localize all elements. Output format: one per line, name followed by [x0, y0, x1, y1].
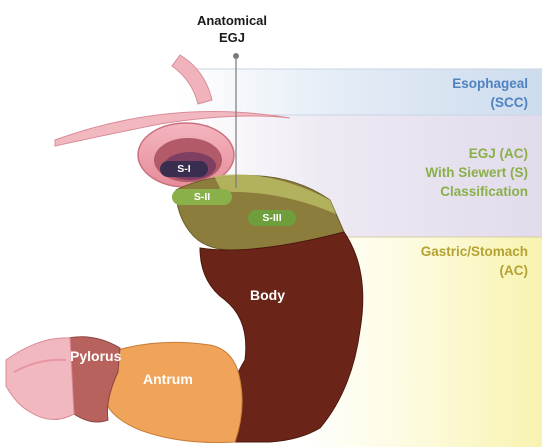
- siewert-type-1-pill: S-I: [160, 161, 208, 177]
- antrum-label: Antrum: [143, 371, 193, 387]
- duodenum: [5, 337, 75, 420]
- esophageal-zone-label: Esophageal (SCC): [452, 76, 528, 110]
- diaphragm: [54, 111, 291, 147]
- pylorus-label: Pylorus: [70, 348, 122, 364]
- gastric-zone-label: Gastric/Stomach (AC): [420, 244, 528, 278]
- body-label: Body: [250, 287, 285, 303]
- esophageal-band: [176, 69, 542, 115]
- siewert-type-3-pill: S-III: [248, 210, 296, 226]
- siewert-type-2-pill: S-II: [172, 189, 232, 205]
- anatomical-egj-label: Anatomical EGJ: [196, 13, 268, 45]
- antrum: [103, 341, 243, 443]
- egj-zone-label: EGJ (AC) With Siewert (S) Classification: [425, 146, 528, 199]
